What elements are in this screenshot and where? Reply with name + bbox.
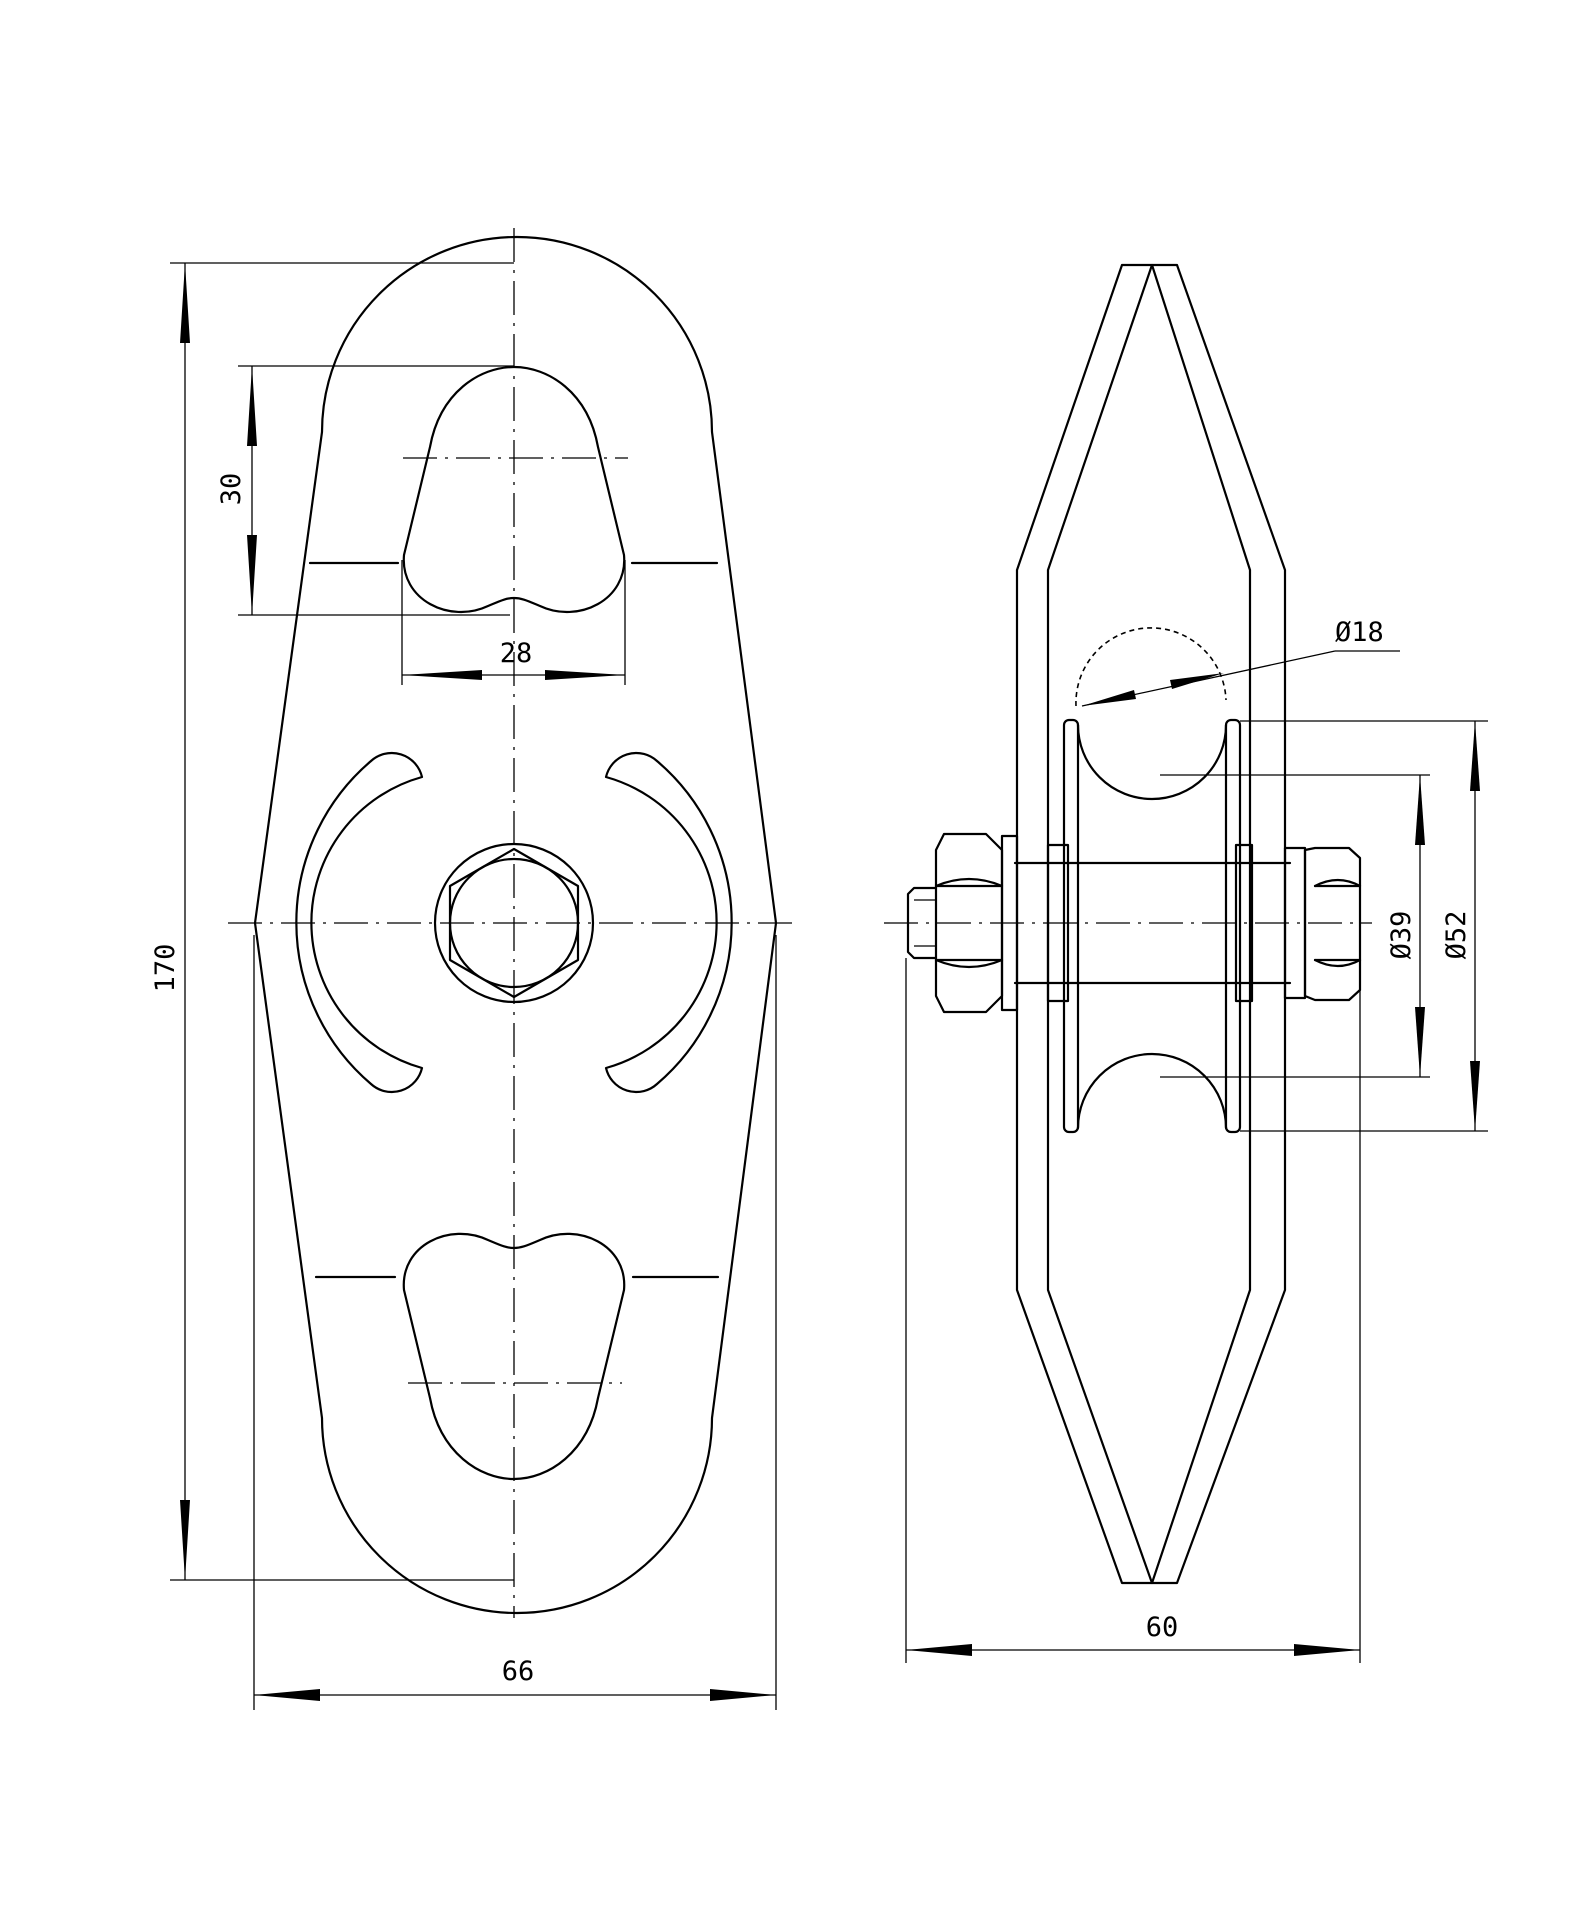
arrow [254,1689,320,1701]
right-hex-nut [1303,846,1362,1002]
dim-label-60: 60 [1146,1612,1179,1643]
dim-label-170: 170 [150,944,181,993]
left-side-plate [1015,263,1154,1585]
dim-label-39: Ø39 [1386,911,1417,960]
nut-facet-curve [1313,958,1362,968]
sheave-groove-bottom [1076,1052,1228,1130]
right-kidney-slot [604,751,733,1094]
arrow [906,1644,972,1656]
arrow [1470,1061,1480,1131]
arrow [1294,1644,1360,1656]
arrow [1470,721,1480,791]
side-view: Ø18 Ø39 Ø52 60 [884,263,1488,1663]
arrow [545,670,625,680]
arrow [1415,1007,1425,1077]
nut-facet-curve [934,877,1004,888]
left-hex-nut [934,832,1004,1014]
dim-label-30: 30 [216,473,247,506]
nut-facet-curve [934,958,1004,969]
front-view: 170 30 28 66 [150,228,800,1710]
sheave-flange-right [1224,718,1242,1134]
arrow [247,535,257,615]
dim-label-66: 66 [502,1656,535,1687]
arrow [180,1500,190,1580]
arrow [402,670,482,680]
arrow [1170,673,1224,689]
right-side-plate [1150,263,1287,1585]
arrow [710,1689,776,1701]
dim-label-52: Ø52 [1441,911,1472,960]
arrow [247,366,257,446]
left-kidney-slot [295,751,424,1094]
rope-hidden-circle [1075,627,1227,707]
arrow [1082,690,1136,706]
sheave-flange-left [1062,718,1080,1134]
arrow [180,263,190,343]
plate-outline [253,235,778,1615]
arrow [1415,775,1425,845]
dim-label-28: 28 [500,638,533,669]
sheave-groove-top [1076,723,1228,801]
dim-label-18: Ø18 [1335,617,1384,648]
nut-facet-curve [1313,878,1362,888]
